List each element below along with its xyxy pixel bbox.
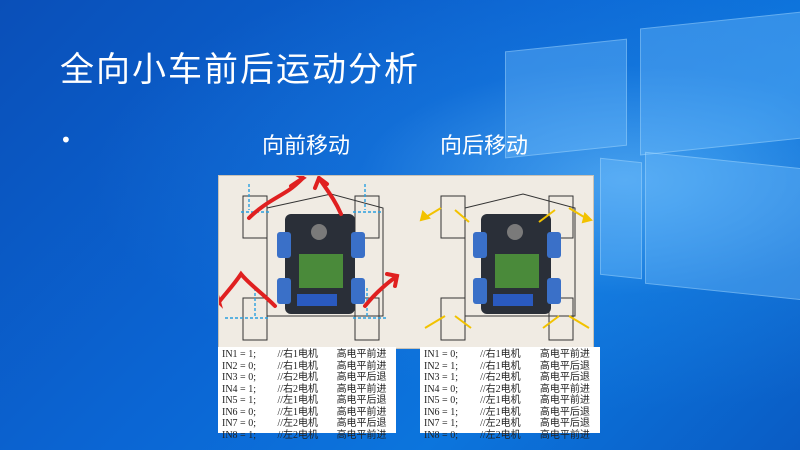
code-line: IN1 = 0; //右1电机 高电平前进 xyxy=(424,349,596,361)
code-comment: //右1电机 xyxy=(277,360,318,372)
code-pin: IN8 = 1; xyxy=(222,429,256,441)
code-comment: //右2电机 xyxy=(277,372,318,383)
code-line: IN4 = 1; //右2电机 高电平前进 xyxy=(222,384,392,396)
code-level: 高电平前进 xyxy=(336,349,387,360)
forward-label: 向前移动 xyxy=(262,134,351,159)
code-level: 高电平前进 xyxy=(539,349,590,360)
code-level: 高电平后退 xyxy=(336,418,387,429)
code-level: 高电平后退 xyxy=(336,395,387,406)
code-line: IN7 = 1; //左2电机 高电平后退 xyxy=(424,418,596,430)
code-comment: //右2电机 xyxy=(480,372,521,383)
forward-car-diagram xyxy=(219,176,400,341)
code-line: IN3 = 1; //右2电机 高电平后退 xyxy=(424,372,596,384)
code-pin: IN7 = 1; xyxy=(424,418,458,429)
code-comment: //右1电机 xyxy=(277,349,318,360)
wallpaper-pane xyxy=(640,11,800,156)
motion-diagram xyxy=(219,176,593,341)
wallpaper-pane xyxy=(600,157,642,280)
code-line: IN2 = 0; //右1电机 高电平前进 xyxy=(222,361,392,373)
code-pin: IN4 = 1; xyxy=(222,383,256,395)
code-comment: //右2电机 xyxy=(277,383,318,395)
code-pin: IN5 = 1; xyxy=(222,395,256,406)
code-comment: //左2电机 xyxy=(277,418,318,429)
code-comment: //左1电机 xyxy=(480,406,521,418)
code-pin: IN1 = 0; xyxy=(424,349,458,360)
code-comment: //左1电机 xyxy=(277,406,318,418)
code-pin: IN5 = 0; xyxy=(424,395,458,406)
code-line: IN1 = 1; //右1电机 高电平前进 xyxy=(222,349,392,361)
code-level: 高电平前进 xyxy=(336,429,387,441)
code-level: 高电平后退 xyxy=(539,418,590,429)
code-level: 高电平前进 xyxy=(336,383,387,395)
code-comment: //右1电机 xyxy=(480,349,521,360)
code-pin: IN6 = 0; xyxy=(222,406,256,418)
code-pin: IN2 = 1; xyxy=(424,360,458,372)
code-comment: //左1电机 xyxy=(480,395,521,406)
code-pin: IN1 = 1; xyxy=(222,349,256,360)
code-line: IN3 = 0; //右2电机 高电平后退 xyxy=(222,372,392,384)
code-line: IN7 = 0; //左2电机 高电平后退 xyxy=(222,418,392,430)
code-comment: //左2电机 xyxy=(277,429,318,441)
backward-car-diagram xyxy=(419,193,593,341)
code-level: 高电平后退 xyxy=(539,372,590,383)
code-level: 高电平前进 xyxy=(336,406,387,418)
code-line: IN2 = 1; //右1电机 高电平后退 xyxy=(424,361,596,373)
code-pin: IN4 = 0; xyxy=(424,383,458,395)
code-level: 高电平后退 xyxy=(336,372,387,383)
code-pin: IN8 = 0; xyxy=(424,429,458,441)
code-pin: IN3 = 0; xyxy=(222,372,256,383)
wallpaper-pane xyxy=(645,151,800,301)
code-comment: //左1电机 xyxy=(277,395,318,406)
code-line: IN8 = 1; //左2电机 高电平前进 xyxy=(222,430,392,442)
code-level: 高电平前进 xyxy=(336,360,387,372)
backward-label: 向后移动 xyxy=(440,134,529,159)
code-line: IN5 = 0; //左1电机 高电平前进 xyxy=(424,395,596,407)
code-pin: IN2 = 0; xyxy=(222,360,256,372)
code-level: 高电平后退 xyxy=(539,360,590,372)
code-level: 高电平后退 xyxy=(539,406,590,418)
code-line: IN4 = 0; //右2电机 高电平前进 xyxy=(424,384,596,396)
code-line: IN5 = 1; //左1电机 高电平后退 xyxy=(222,395,392,407)
code-level: 高电平前进 xyxy=(539,395,590,406)
bullet-point: • xyxy=(60,128,72,152)
code-line: IN8 = 0; //左2电机 高电平前进 xyxy=(424,430,596,442)
code-line: IN6 = 1; //左1电机 高电平后退 xyxy=(424,407,596,419)
code-pin: IN3 = 1; xyxy=(424,372,458,383)
code-comment: //右1电机 xyxy=(480,360,521,372)
code-line: IN6 = 0; //左1电机 高电平前进 xyxy=(222,407,392,419)
diagram-panel xyxy=(218,175,594,349)
code-level: 高电平前进 xyxy=(539,429,590,441)
code-pin: IN7 = 0; xyxy=(222,418,256,429)
code-level: 高电平前进 xyxy=(539,383,590,395)
code-comment: //左2电机 xyxy=(480,418,521,429)
code-comment: //右2电机 xyxy=(480,383,521,395)
code-pin: IN6 = 1; xyxy=(424,406,458,418)
slide-title: 全向小车前后运动分析 xyxy=(60,50,420,90)
code-comment: //左2电机 xyxy=(480,429,521,441)
